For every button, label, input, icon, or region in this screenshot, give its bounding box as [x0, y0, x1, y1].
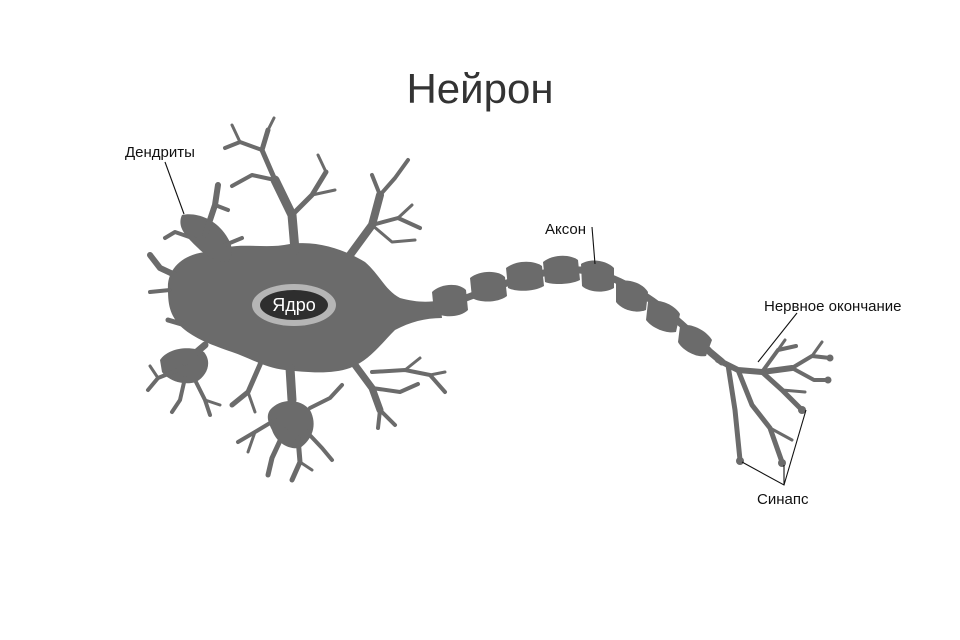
myelin-segment	[646, 300, 680, 333]
myelin-segment	[432, 284, 468, 317]
myelin-segment	[470, 271, 507, 302]
axon-leader	[591, 226, 596, 265]
axon-terminal	[715, 338, 834, 467]
label-axon: Аксон	[545, 221, 586, 238]
nerve-ending-leader	[757, 312, 798, 363]
nucleus: Ядро	[252, 284, 336, 326]
axon	[432, 255, 726, 366]
label-synapse: Синапс	[757, 491, 809, 508]
dendrites	[146, 116, 447, 483]
diagram-title: Нейрон	[406, 65, 553, 112]
myelin-segment	[616, 280, 648, 312]
synapse-leader	[741, 409, 807, 486]
myelin-segment	[581, 260, 614, 292]
dendrites-leader	[164, 161, 185, 215]
cell-body	[160, 214, 442, 449]
label-nerve-ending: Нервное окончание	[764, 298, 901, 315]
label-dendrites: Дендриты	[125, 144, 195, 161]
nucleus-label: Ядро	[272, 295, 316, 315]
myelin-segment	[506, 261, 544, 291]
myelin-segment	[543, 255, 580, 285]
myelin-segment	[678, 324, 712, 357]
